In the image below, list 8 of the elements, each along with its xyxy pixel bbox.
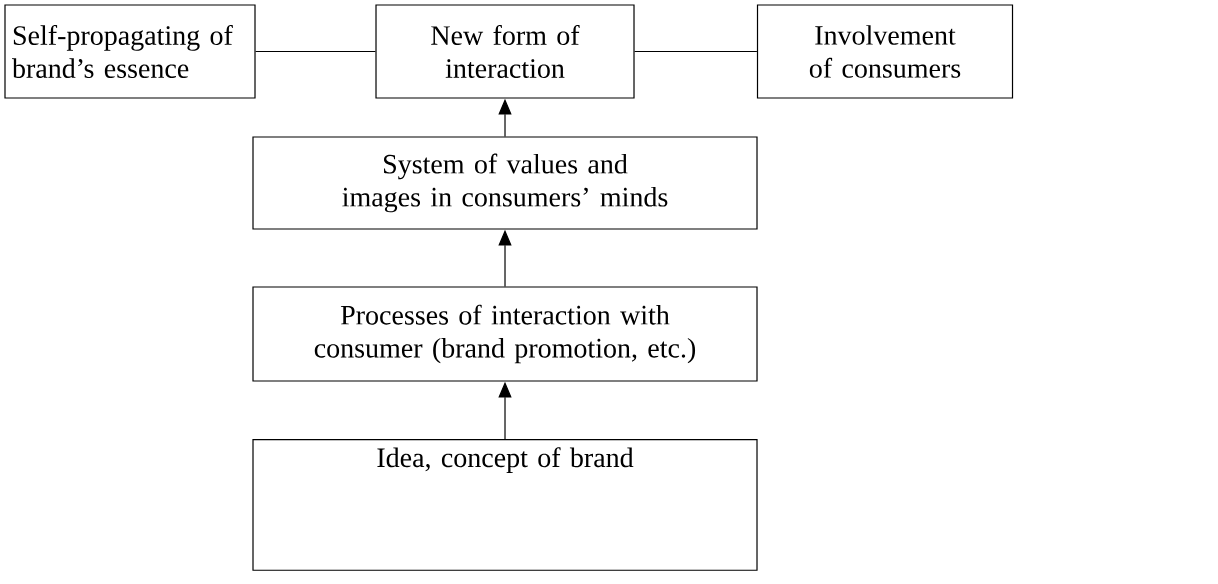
process-box: New form of interaction — [375, 4, 635, 99]
connector-line — [255, 50, 376, 53]
process-box: System of values and images in consumers’ minds — [252, 136, 758, 230]
process-box: Processes of interaction with consumer (brand promotion, etc.) — [252, 286, 758, 382]
process-box: Self-propagating of brand’s essence — [4, 4, 256, 99]
process-box: Involvement of consumers — [756, 4, 1014, 99]
connector-line — [634, 50, 758, 53]
process-box: Idea, concept of brand — [252, 439, 758, 571]
